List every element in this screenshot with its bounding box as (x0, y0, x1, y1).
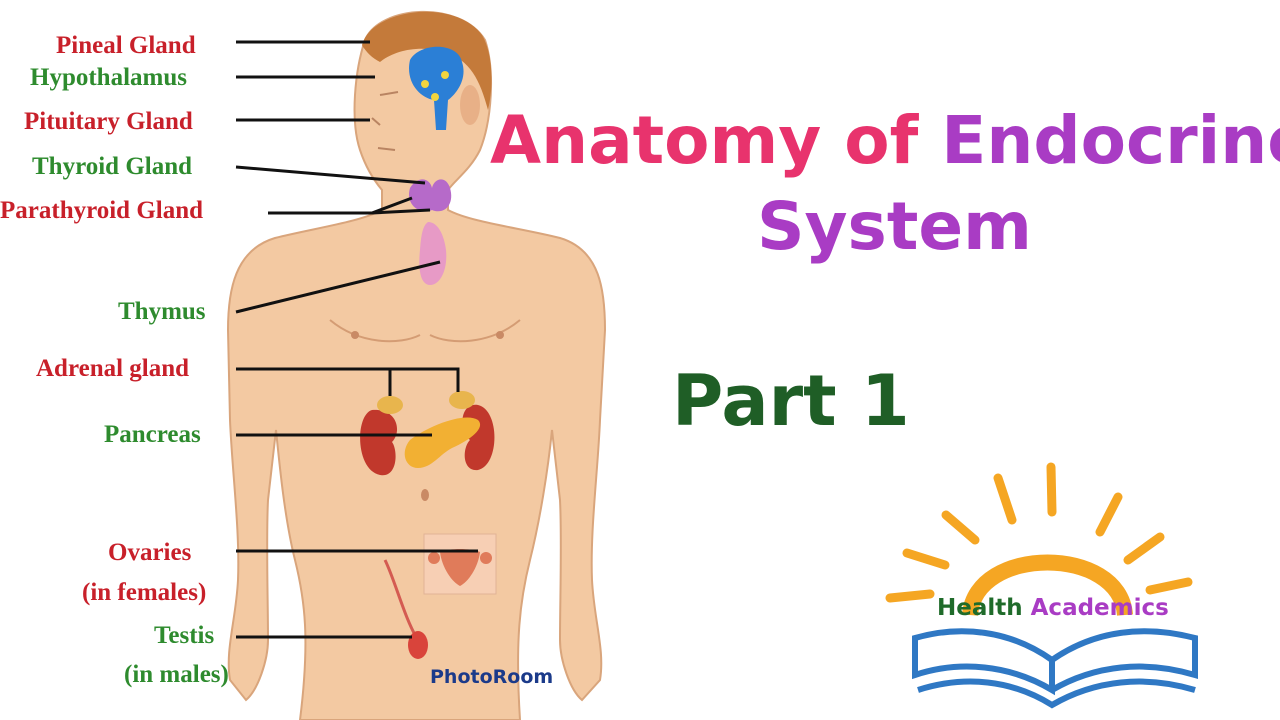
photoroom-watermark: PhotoRoom (430, 666, 554, 688)
label-testis-note: (in males) (124, 661, 229, 688)
label-thymus: Thymus (118, 298, 206, 325)
left-ovary (428, 552, 440, 564)
sun-ray-3 (941, 510, 980, 545)
ear (460, 85, 480, 125)
logo-text: Health Academics (937, 595, 1169, 621)
leader-lines (235, 40, 478, 639)
label-ovaries-note: (in females) (82, 579, 207, 606)
title-part-1: Anatomy of (490, 102, 919, 179)
logo-word-academics: Academics (1022, 595, 1169, 621)
logo-word-health: Health (937, 595, 1023, 621)
leader-adrenal (236, 367, 460, 392)
sun-ray-2 (902, 548, 950, 570)
thyroid-organ (409, 179, 452, 212)
sun-rays (885, 462, 1193, 603)
sun-ray-1 (885, 589, 935, 603)
logo-graphic (885, 462, 1198, 709)
brain-organ (409, 46, 464, 130)
label-pineal-gland: Pineal Gland (56, 32, 196, 59)
label-hypothalamus: Hypothalamus (30, 64, 187, 91)
leader-parathyroid-branch (371, 208, 431, 215)
leader-thyroid (235, 165, 426, 185)
sun-ray-4 (993, 473, 1017, 525)
thymus-organ (419, 222, 447, 285)
label-pancreas: Pancreas (104, 421, 201, 448)
left-kidney (360, 409, 398, 476)
label-pituitary-gland: Pituitary Gland (24, 108, 193, 135)
chest-outline (329, 319, 521, 343)
pituitary-dot (431, 93, 439, 101)
nipple-right (496, 331, 504, 339)
testis-organ (408, 631, 428, 659)
hair (362, 11, 492, 110)
sun-arc (962, 554, 1133, 617)
part-subtitle: Part 1 (672, 360, 910, 442)
body-silhouette (226, 10, 607, 720)
label-testis: Testis (154, 622, 215, 649)
navel (421, 489, 429, 501)
left-adrenal (377, 396, 403, 414)
label-thyroid-gland: Thyroid Gland (32, 153, 193, 180)
sun-ray-8 (1145, 577, 1193, 595)
label-adrenal-gland: Adrenal gland (36, 355, 190, 382)
label-parathyroid-gland: Parathyroid Gland (0, 197, 204, 224)
nipple-left (351, 331, 359, 339)
face-features (371, 91, 399, 151)
book-right-page (1050, 628, 1198, 693)
leader-thymus (235, 260, 441, 314)
title-part-2: Endocrine (918, 102, 1280, 179)
sun-ray-6 (1095, 492, 1123, 537)
hypothalamus-dot (421, 80, 429, 88)
right-ovary (480, 552, 492, 564)
sun-ray-7 (1123, 532, 1165, 565)
sun-ray-5 (1046, 462, 1057, 517)
title-line-1: Anatomy of Endocrine (490, 102, 1280, 179)
label-ovaries: Ovaries (108, 539, 192, 566)
pancreas-organ (404, 417, 481, 468)
pineal-dot (441, 71, 449, 79)
right-adrenal (449, 391, 475, 409)
title-line-2: System (757, 188, 1032, 265)
uterus-organ (440, 549, 480, 586)
book-base (917, 678, 1196, 709)
